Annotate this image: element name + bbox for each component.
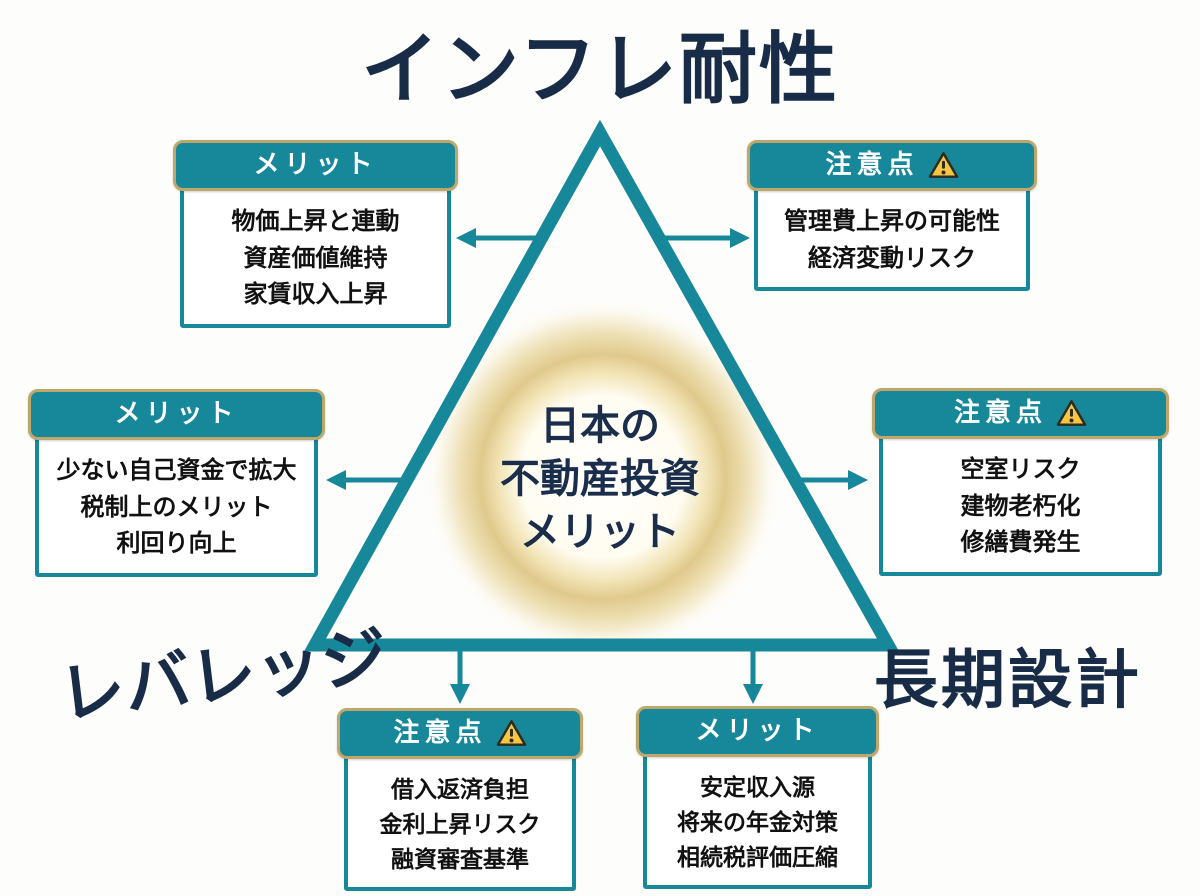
caution-item: 融資審査基準 (391, 846, 529, 873)
caution-item: 建物老朽化 (960, 492, 1081, 520)
title-inflation-resistance: インフレ耐性 (361, 25, 839, 113)
caution-header-label: 注意点 (953, 397, 1047, 427)
arrow-bottom-left (450, 651, 470, 704)
merit-item: 税制上のメリット (80, 493, 273, 521)
caution-item: 修繕費発生 (960, 529, 1081, 557)
arrow-top-left (456, 228, 548, 248)
center-line-2: 不動産投資 (500, 456, 700, 501)
merit-item: 安定収入源 (700, 774, 815, 801)
merit-box-header: メリット (28, 389, 325, 441)
merit-box-header: メリット (636, 706, 879, 758)
caution-item: 経済変動リスク (808, 244, 976, 272)
merit-box-leverage: メリット 少ない自己資金で拡大 税制上のメリット 利回り向上 (28, 389, 325, 577)
merit-box-body: 物価上昇と連動 資産価値維持 家賃収入上昇 (180, 182, 451, 328)
caution-item: 金利上昇リスク (379, 811, 541, 838)
caution-item: 借入返済負担 (391, 776, 529, 803)
caution-box-body: 借入返済負担 金利上昇リスク 融資審査基準 (344, 750, 576, 892)
caution-box-inflation: 注意点 管理費上昇の可能性 経済変動リスク (747, 140, 1037, 292)
merit-box-body: 少ない自己資金で拡大 税制上のメリット 利回り向上 (35, 431, 318, 577)
merit-box-long-term: メリット 安定収入源 将来の年金対策 相続税評価圧縮 (636, 706, 879, 890)
caution-header-label: 注意点 (825, 149, 919, 179)
merit-item: 物価上昇と連動 (231, 208, 400, 236)
warning-triangle-icon (496, 719, 526, 746)
label-long-term-design: 長期設計 (874, 644, 1142, 716)
center-glow (423, 297, 783, 657)
arrow-middle-right (795, 470, 868, 490)
triangle-center-title: 日本の 不動産投資 メリット (440, 400, 760, 558)
merit-item: 資産価値維持 (243, 244, 388, 272)
merit-header-label: メリット (114, 398, 239, 428)
merit-header-label: メリット (695, 715, 820, 745)
merit-header-label: メリット (253, 149, 378, 179)
merit-item: 相続税評価圧縮 (677, 844, 838, 871)
caution-box-body: 空室リスク 建物老朽化 修繕費発生 (879, 430, 1162, 576)
arrow-middle-left (326, 470, 407, 490)
caution-box-body: 管理費上昇の可能性 経済変動リスク (754, 182, 1030, 292)
caution-box-long-term: 注意点 空室リスク 建物老朽化 修繕費発生 (872, 388, 1169, 576)
merit-item: 少ない自己資金で拡大 (56, 457, 297, 485)
caution-item: 管理費上昇の可能性 (784, 208, 1000, 236)
caution-box-leverage: 注意点 借入返済負担 金利上昇リスク 融資審査基準 (337, 708, 583, 892)
merit-box-body: 安定収入源 将来の年金対策 相続税評価圧縮 (643, 748, 872, 890)
center-line-3: メリット (520, 509, 680, 554)
warning-triangle-icon (928, 151, 958, 178)
arrow-top-right (660, 228, 750, 248)
merit-box-inflation: メリット 物価上昇と連動 資産価値維持 家賃収入上昇 (173, 140, 458, 328)
arrow-bottom-right (743, 651, 763, 704)
merit-item: 利回り向上 (116, 530, 237, 558)
merit-box-header: メリット (173, 140, 458, 192)
triangle-outline (303, 119, 900, 652)
center-line-1: 日本の (540, 404, 660, 448)
caution-box-header: 注意点 (872, 388, 1169, 440)
caution-box-header: 注意点 (337, 708, 583, 760)
warning-triangle-icon (1056, 399, 1087, 426)
caution-box-header: 注意点 (747, 140, 1037, 192)
merit-item: 将来の年金対策 (677, 809, 838, 836)
caution-header-label: 注意点 (393, 717, 487, 747)
merit-item: 家賃収入上昇 (243, 281, 388, 309)
caution-item: 空室リスク (960, 456, 1081, 484)
